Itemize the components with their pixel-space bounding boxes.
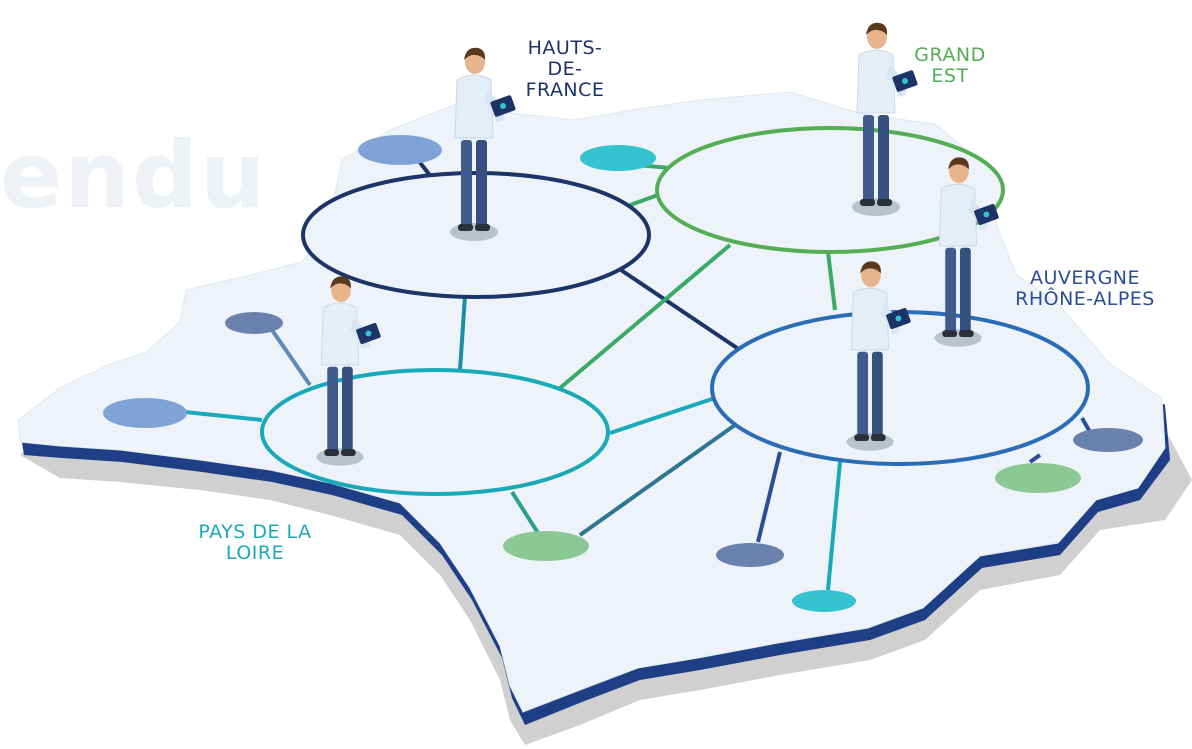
label-hauts-de-france: HAUTS- DE- FRANCE [525, 37, 605, 101]
node-south-east [792, 590, 856, 612]
ring-grand-est [655, 126, 1005, 254]
person-pays-de-la-loire [316, 276, 381, 466]
label-auvergne-rhone-alpes: AUVERGNE RHÔNE-ALPES [1015, 267, 1155, 310]
node-pdl-west [103, 398, 187, 428]
background-watermark-text: endu [0, 122, 268, 229]
node-center-south [503, 531, 589, 561]
label-pays-de-la-loire: PAYS DE LA LOIRE [198, 521, 312, 564]
person-auvergne-2 [846, 261, 911, 451]
node-ara-east [1073, 428, 1143, 452]
node-ara-south [995, 463, 1081, 493]
satellite-nodes [103, 135, 1143, 612]
ring-auvergne-rhone-alpes [710, 310, 1090, 466]
label-grand-est: GRAND EST [914, 44, 986, 87]
node-ge-west [580, 145, 656, 171]
node-pdl-north [225, 312, 283, 334]
person-auvergne-1 [934, 157, 999, 347]
network-connections [184, 158, 1092, 591]
node-hdf-north [358, 135, 442, 165]
ring-pays-de-la-loire [260, 368, 610, 496]
person-hauts-de-france [450, 47, 516, 241]
people-group [316, 22, 999, 466]
node-south [716, 543, 784, 567]
person-grand-est [852, 22, 918, 216]
